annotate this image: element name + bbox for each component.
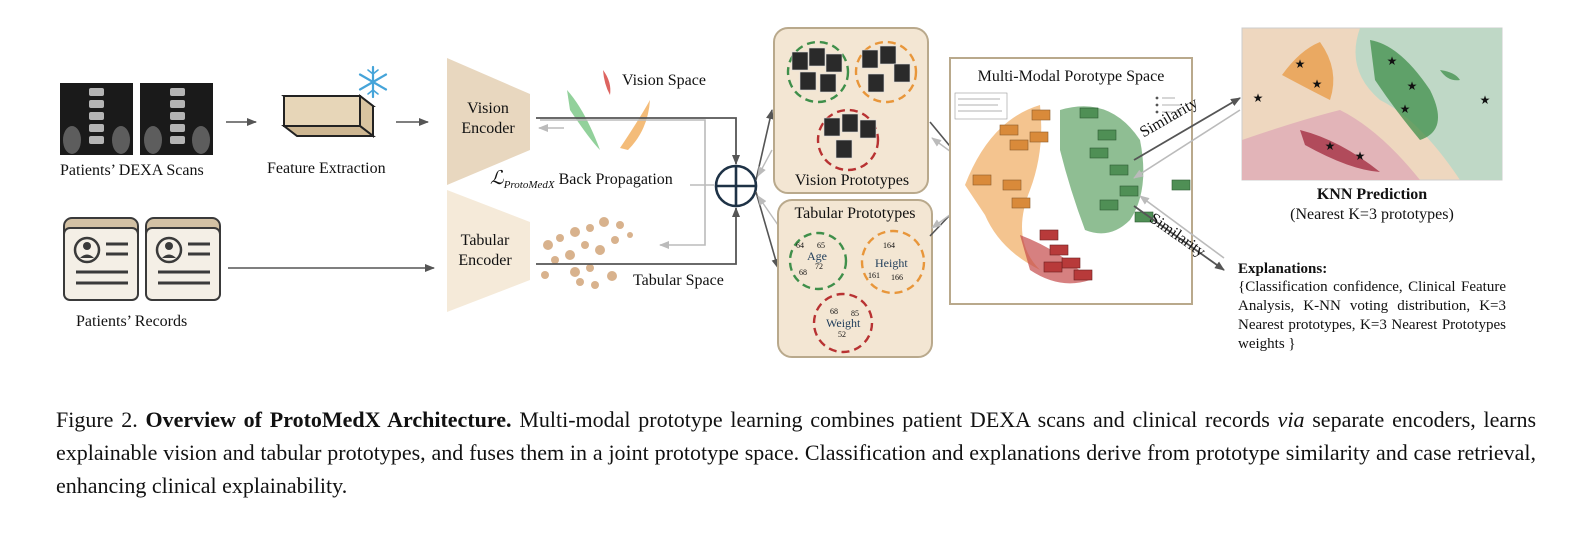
svg-text:★: ★ [1407, 79, 1418, 93]
vision-encoder-label-1: Vision [467, 100, 509, 117]
svg-text:★: ★ [1400, 102, 1411, 116]
tabular-space-label: Tabular Space [633, 272, 724, 289]
vision-space-label: Vision Space [622, 72, 706, 89]
svg-text:★: ★ [1480, 93, 1491, 107]
height-label: Height [875, 256, 908, 270]
fusion-plus-icon [714, 164, 758, 208]
loss-subscript: ProtoMedX [503, 179, 555, 191]
weight-value-3: 52 [838, 330, 846, 339]
explanations-title: Explanations: [1238, 261, 1328, 277]
height-value-3: 166 [891, 273, 903, 282]
svg-text:★: ★ [1253, 91, 1264, 105]
records-label: Patients’ Records [76, 313, 188, 330]
loss-symbol: ℒ [490, 168, 504, 189]
feature-extraction-label: Feature Extraction [267, 160, 386, 177]
patient-record-icons [63, 217, 221, 301]
loss-back-propagation: ℒProtoMedX Back Propagation [490, 168, 673, 191]
dexa-scans-label: Patients’ DEXA Scans [60, 162, 204, 179]
svg-text:★: ★ [1355, 149, 1366, 163]
backprop-vision-loop [540, 119, 706, 249]
weight-label: Weight [826, 316, 861, 330]
knn-prediction-subtitle: (Nearest K=3 prototypes) [1290, 206, 1454, 223]
vision-encoder-label-2: Encoder [461, 120, 515, 137]
explanations-body: {Classification confidence, Clinical Fea… [1238, 279, 1506, 352]
tabular-encoder-label-1: Tabular [460, 232, 510, 249]
feature-extraction-block-icon [281, 93, 376, 139]
caption-title: Overview of ProtoMedX Architecture. [145, 407, 512, 432]
multimodal-space-title: Multi-Modal Porotype Space [977, 68, 1165, 85]
caption-text-2: separate encoders, learns explainable vi… [56, 407, 1537, 498]
weight-value-2: 85 [851, 309, 859, 318]
height-value-2: 161 [868, 271, 880, 280]
tabular-space-clusters [541, 217, 633, 289]
age-value-3: 72 [815, 262, 823, 271]
caption-prefix: Figure 2. [56, 407, 138, 432]
tabular-prototypes-title: Tabular Prototypes [794, 205, 916, 222]
knn-prediction-title: KNN Prediction [1316, 186, 1428, 203]
age-label: Age [807, 249, 827, 263]
figure-caption: Figure 2. Overview of ProtoMedX Architec… [56, 403, 1536, 502]
svg-text:★: ★ [1387, 54, 1398, 68]
tabular-encoder-shape [447, 190, 530, 312]
caption-via: via [1277, 407, 1305, 432]
svg-text:★: ★ [1312, 77, 1323, 91]
caption-text-1: Multi-modal prototype learning combines … [519, 407, 1270, 432]
tabular-encoder-label-2: Encoder [458, 252, 512, 269]
height-value-1: 164 [883, 241, 895, 250]
multimodal-scatter [954, 92, 1191, 284]
vision-prototypes-title: Vision Prototypes [794, 172, 910, 189]
age-value-4: 68 [799, 268, 807, 277]
knn-decision-map: ★ ★ ★ ★ ★ ★ ★ ★ ★ [1241, 27, 1503, 181]
vision-prototype-thumbnails [791, 45, 911, 159]
vision-encoder-shape [447, 58, 530, 185]
dexa-scan-images [60, 83, 213, 155]
age-value-2: 65 [817, 241, 825, 250]
snowflake-icon [358, 65, 388, 99]
svg-text:★: ★ [1295, 57, 1306, 71]
svg-text:★: ★ [1325, 139, 1336, 153]
architecture-diagram: ★ ★ ★ ★ ★ ★ ★ ★ ★ [60, 27, 1503, 358]
weight-value-1: 68 [830, 307, 838, 316]
age-value-1: 64 [796, 241, 804, 250]
back-propagation-label: Back Propagation [558, 171, 673, 188]
tabular-prototypes-box [777, 199, 933, 358]
